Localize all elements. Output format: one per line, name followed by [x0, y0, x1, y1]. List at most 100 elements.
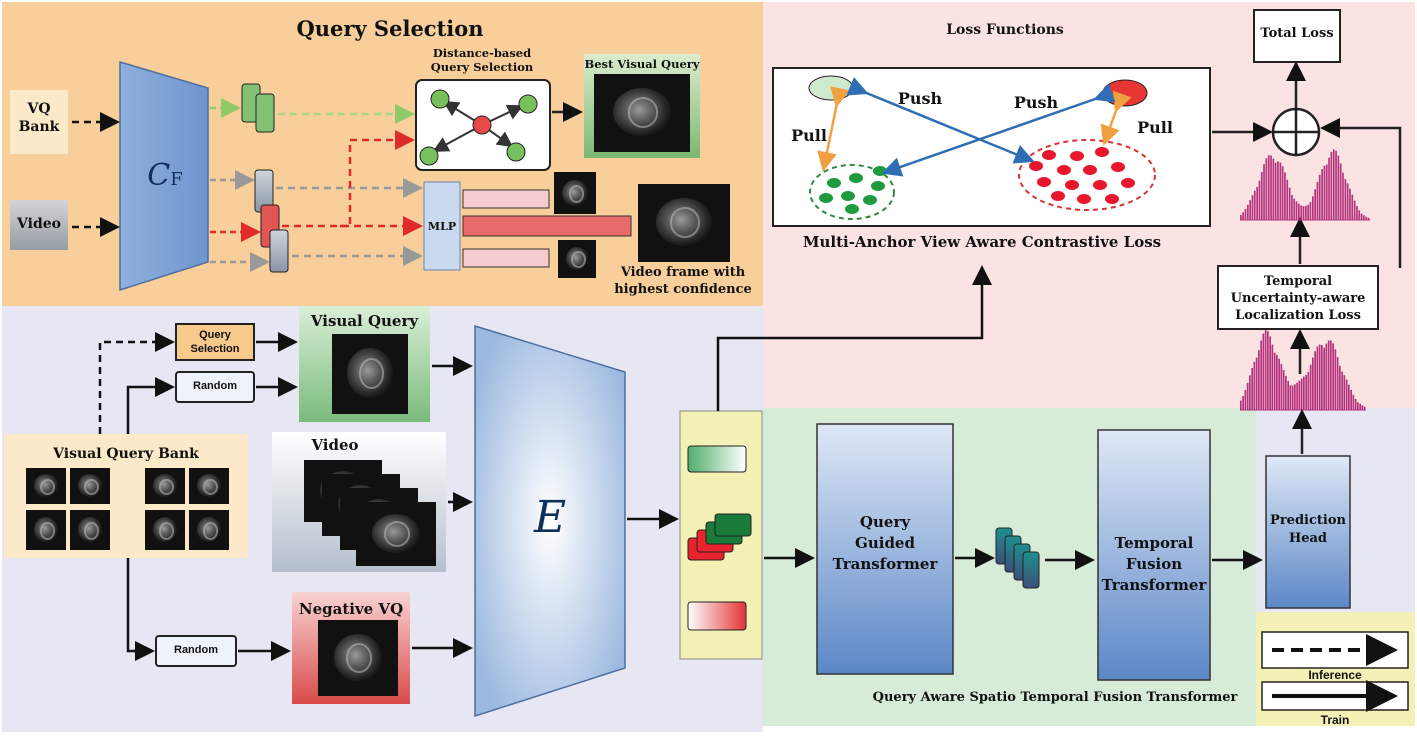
histogram-bar [1312, 357, 1314, 410]
distance-node [430, 89, 450, 109]
histogram-bar [1309, 364, 1312, 410]
histogram-bar [1267, 331, 1269, 410]
histogram-bar [1323, 347, 1325, 410]
histogram-bar [1314, 351, 1316, 410]
histogram-bar [1361, 405, 1364, 410]
histogram-bar [1264, 330, 1267, 410]
histogram-bar [1336, 357, 1339, 410]
histogram-bar [1335, 150, 1337, 220]
histogram-bar [1240, 400, 1242, 410]
histogram-bar [1365, 216, 1368, 220]
bank-image [70, 468, 110, 504]
histogram-bar [1244, 209, 1247, 220]
histogram-bar [1316, 181, 1319, 220]
histogram-bar [1309, 202, 1312, 220]
histogram-bar [1242, 396, 1244, 410]
bank-image [145, 468, 185, 504]
histogram-bar [1278, 358, 1280, 410]
histogram-bar [1262, 333, 1265, 410]
histogram-bar [1246, 382, 1249, 410]
histogram-bar [1339, 163, 1342, 220]
green-cluster [809, 164, 895, 220]
histogram-bar [1260, 172, 1263, 220]
grey-feature-2 [269, 229, 289, 273]
histogram-bar [1298, 203, 1300, 220]
best-visual-query-label: Best Visual Query [584, 57, 700, 71]
histogram-bar [1249, 200, 1251, 220]
bank-image [70, 510, 110, 550]
random-top-label: Random [193, 380, 237, 392]
prediction-head-label: Prediction Head [1270, 513, 1346, 546]
random-bottom-label: Random [174, 644, 218, 656]
histogram-bar [1327, 340, 1330, 410]
legend-inference-label: Inference [1308, 668, 1362, 682]
histogram-bar [1350, 389, 1352, 410]
histogram-bar [1276, 354, 1278, 410]
loss-functions-title: Loss Functions [946, 22, 1064, 38]
histogram-bar [1253, 190, 1256, 220]
histogram-bar [1260, 340, 1262, 410]
histogram-bar [1321, 169, 1323, 220]
histogram-bar [1288, 187, 1291, 220]
vq-bank-box [10, 90, 68, 154]
histogram-bar [1267, 155, 1270, 220]
histogram-bar [1270, 155, 1272, 220]
distance-selection-title: Distance-based Query Selection [430, 46, 534, 74]
histogram-bar [1302, 206, 1305, 220]
histogram-bar [1265, 158, 1268, 220]
histogram-bar [1285, 375, 1287, 410]
histogram-bar [1323, 165, 1326, 220]
histogram-bar [1282, 370, 1285, 410]
histogram-bar [1353, 200, 1356, 220]
histogram-bar [1274, 162, 1277, 220]
histogram-bar [1263, 164, 1265, 220]
query-selection-title: Query Selection [296, 16, 484, 41]
red-anchor [1102, 79, 1148, 107]
random-top-box [175, 371, 255, 403]
temporal-loss-label: Temporal Uncertainty-aware Localization … [1230, 274, 1366, 323]
token-stack [995, 527, 1040, 589]
histogram-bottom [1240, 330, 1366, 411]
histogram-bar [1334, 349, 1337, 410]
contrastive-loss-label: Multi-Anchor View Aware Contrastive Loss [802, 233, 1162, 251]
histogram-bar [1363, 215, 1365, 220]
histogram-bar [1363, 406, 1366, 410]
histogram-bar [1249, 375, 1251, 410]
histogram-bar [1357, 402, 1359, 410]
histogram-bar [1330, 340, 1332, 410]
frame-caption: Video frame with highest confidence [614, 265, 752, 297]
histogram-bar [1337, 155, 1340, 220]
histogram-bar [1300, 378, 1303, 410]
pull-label-left: Pull [791, 126, 827, 145]
histogram-bar [1286, 179, 1289, 220]
histogram-bar [1291, 385, 1294, 410]
red-to-distance-arrow [340, 130, 415, 228]
histogram-bar [1298, 380, 1301, 410]
histogram-bar [1349, 188, 1351, 220]
distance-node [419, 146, 439, 166]
histogram-bar [1367, 217, 1370, 220]
histogram-bar [1300, 205, 1303, 220]
histogram-bar [1247, 204, 1249, 220]
histogram-bar [1244, 390, 1247, 410]
mlp-box [423, 181, 461, 271]
vq-bank-label: VQ Bank [18, 101, 60, 135]
histogram-bar [1346, 183, 1349, 220]
histogram-bar [1305, 205, 1307, 220]
confidence-bar-low-1 [462, 189, 550, 209]
histogram-bar [1321, 345, 1323, 410]
prediction-head-box [1265, 455, 1351, 609]
histogram-bar [1251, 368, 1253, 410]
right-to-sum-arrow [1320, 118, 1402, 268]
distance-node [506, 142, 526, 162]
negative-vq-image [318, 620, 398, 696]
histogram-bar [1348, 384, 1350, 410]
histogram-bar [1271, 344, 1274, 410]
histogram-bar [1345, 379, 1348, 410]
fusion-caption: Query Aware Spatio Temporal Fusion Trans… [872, 690, 1238, 705]
histogram-bar [1255, 357, 1258, 410]
bank-image [26, 468, 66, 504]
query-selection-button-label: Query Selection [190, 329, 240, 355]
green-anchor [808, 75, 854, 101]
